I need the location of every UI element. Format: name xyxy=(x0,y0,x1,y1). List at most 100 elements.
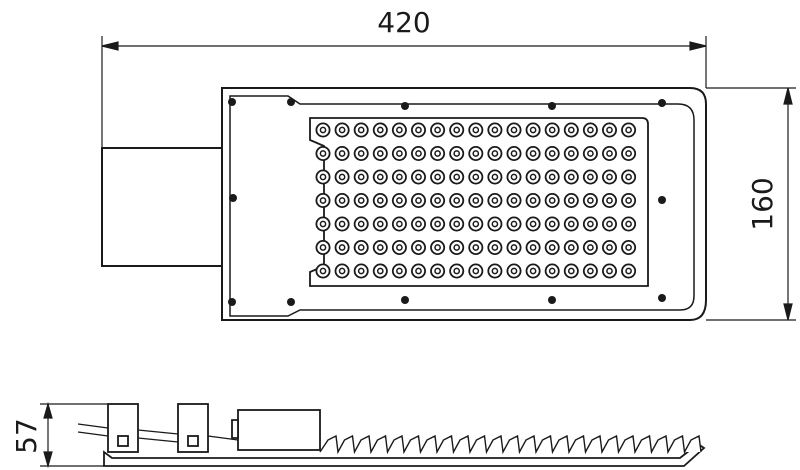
mounting-clamp xyxy=(177,403,209,453)
led xyxy=(372,169,388,185)
led xyxy=(621,145,637,161)
led xyxy=(353,169,369,185)
led xyxy=(449,263,465,279)
led xyxy=(487,145,503,161)
led xyxy=(410,263,426,279)
led xyxy=(391,216,407,232)
led xyxy=(430,192,446,208)
length-dimension xyxy=(101,36,707,148)
led xyxy=(506,122,522,138)
driver-box xyxy=(237,409,321,451)
led xyxy=(563,169,579,185)
led xyxy=(525,263,541,279)
led xyxy=(602,169,618,185)
pole-line xyxy=(137,429,179,435)
led xyxy=(334,239,350,255)
led xyxy=(372,239,388,255)
led xyxy=(449,169,465,185)
led xyxy=(353,145,369,161)
led xyxy=(449,145,465,161)
led xyxy=(410,192,426,208)
led xyxy=(468,239,484,255)
led xyxy=(449,216,465,232)
led xyxy=(430,239,446,255)
led xyxy=(430,145,446,161)
led xyxy=(506,145,522,161)
screws xyxy=(228,98,666,306)
screw xyxy=(287,98,295,106)
led xyxy=(353,122,369,138)
fin-profile xyxy=(319,434,702,455)
clamp-body xyxy=(177,403,209,453)
led xyxy=(563,192,579,208)
base-plate xyxy=(103,442,706,467)
led xyxy=(353,192,369,208)
led xyxy=(506,169,522,185)
led xyxy=(391,169,407,185)
led xyxy=(525,122,541,138)
led xyxy=(602,239,618,255)
led xyxy=(430,122,446,138)
height-dimension xyxy=(40,401,108,469)
height-label: 57 xyxy=(10,418,43,454)
led xyxy=(468,145,484,161)
led xyxy=(372,122,388,138)
arrow-head xyxy=(43,451,53,469)
led xyxy=(315,216,331,232)
led xyxy=(334,192,350,208)
led xyxy=(391,239,407,255)
led xyxy=(506,192,522,208)
led xyxy=(602,263,618,279)
led xyxy=(506,263,522,279)
led xyxy=(315,239,331,255)
led xyxy=(334,145,350,161)
screw xyxy=(228,298,236,306)
led xyxy=(487,122,503,138)
led xyxy=(372,145,388,161)
led xyxy=(525,216,541,232)
led xyxy=(410,216,426,232)
led xyxy=(372,192,388,208)
led xyxy=(544,216,560,232)
heat-sink-fins xyxy=(319,434,702,455)
screw xyxy=(658,99,666,107)
pole-line xyxy=(77,431,109,437)
length-label: 420 xyxy=(377,6,430,39)
pole-line xyxy=(207,435,239,441)
led xyxy=(487,192,503,208)
led xyxy=(334,263,350,279)
led-grid xyxy=(315,122,637,279)
led xyxy=(582,239,598,255)
led xyxy=(353,216,369,232)
screw xyxy=(548,102,556,110)
led xyxy=(468,192,484,208)
screw xyxy=(229,194,237,202)
screw xyxy=(401,296,409,304)
led xyxy=(449,192,465,208)
clamp-nut xyxy=(117,435,129,447)
led xyxy=(468,263,484,279)
led xyxy=(582,263,598,279)
led xyxy=(334,122,350,138)
led xyxy=(582,169,598,185)
arrow-head xyxy=(101,41,119,51)
led xyxy=(315,145,331,161)
led xyxy=(582,145,598,161)
led xyxy=(410,169,426,185)
led xyxy=(391,263,407,279)
led xyxy=(621,263,637,279)
led xyxy=(544,122,560,138)
led xyxy=(602,216,618,232)
led xyxy=(410,239,426,255)
side-view: 57 xyxy=(10,401,706,469)
led xyxy=(372,263,388,279)
led xyxy=(582,122,598,138)
led xyxy=(621,192,637,208)
led xyxy=(315,122,331,138)
led xyxy=(621,239,637,255)
led xyxy=(525,145,541,161)
led xyxy=(621,169,637,185)
driver-connector xyxy=(231,419,239,439)
screw xyxy=(287,298,295,306)
led xyxy=(334,216,350,232)
